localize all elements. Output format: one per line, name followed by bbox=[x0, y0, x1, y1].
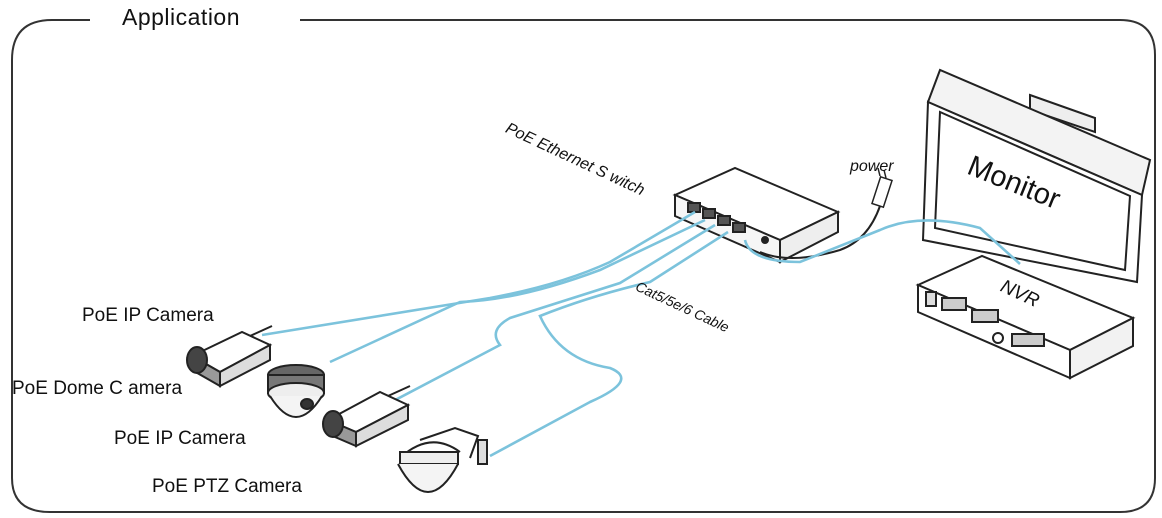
ip-camera-icon bbox=[322, 385, 411, 448]
device-label: PoE Dome C amera bbox=[12, 378, 183, 399]
power-cable bbox=[759, 205, 881, 259]
nvr-icon bbox=[915, 254, 1136, 380]
poe-switch-icon bbox=[672, 166, 841, 264]
power-adapter-icon bbox=[871, 167, 893, 209]
ptz-camera-icon bbox=[397, 426, 488, 493]
monitor-icon bbox=[921, 68, 1152, 284]
ip-camera-icon bbox=[186, 325, 273, 388]
diagram-title: Application bbox=[108, 4, 255, 31]
power-label: power bbox=[850, 158, 894, 175]
diagram-frame bbox=[11, 19, 1156, 513]
network-cables bbox=[261, 210, 1021, 458]
dome-camera-icon bbox=[267, 364, 325, 418]
device-label: PoE PTZ Camera bbox=[152, 476, 302, 497]
device-label: PoE IP Camera bbox=[114, 428, 246, 449]
device-label: PoE IP Camera bbox=[82, 305, 214, 326]
